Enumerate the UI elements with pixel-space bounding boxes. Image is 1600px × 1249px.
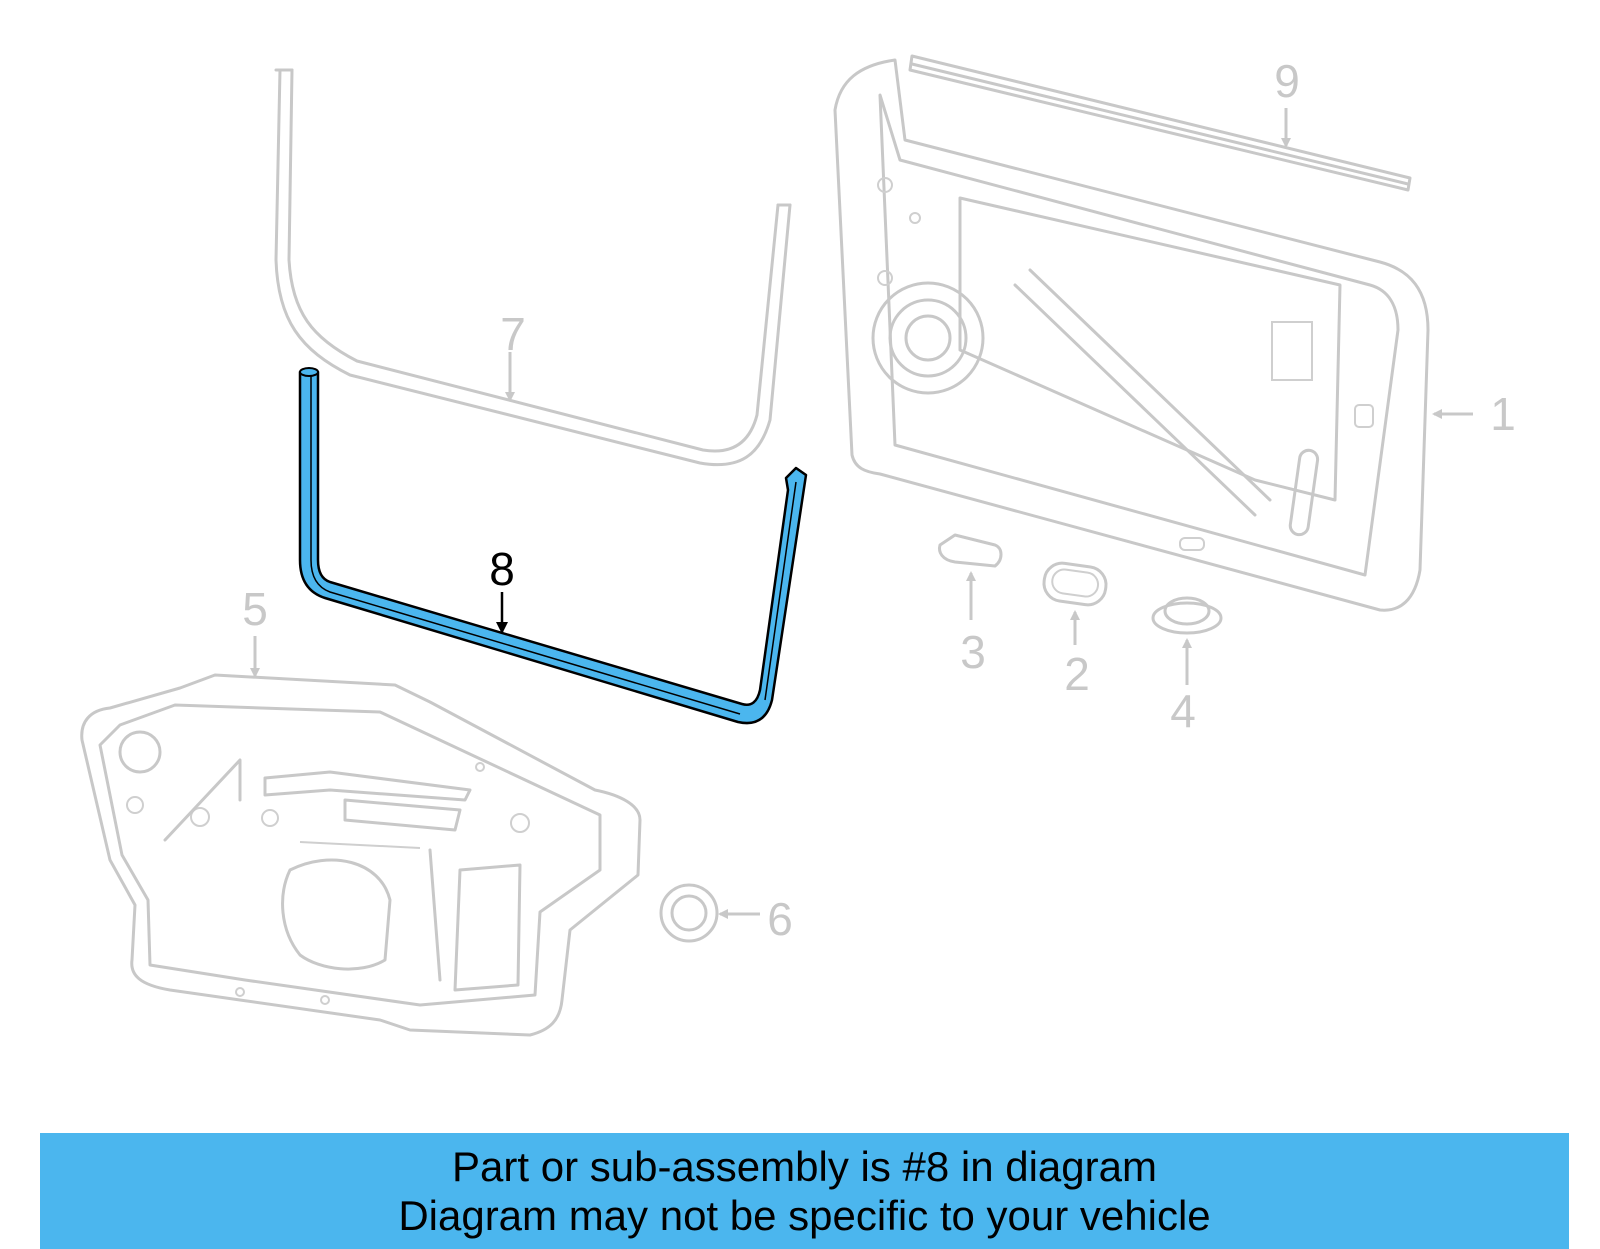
part-6-grommet: [659, 883, 719, 943]
callout-4: 4: [1170, 685, 1196, 737]
callout-7: 7: [500, 308, 526, 360]
callout-2: 2: [1064, 648, 1090, 700]
leader-lines: [250, 108, 1473, 919]
part-8-lower-seal: [298, 367, 808, 725]
banner-line-2: Diagram may not be specific to your vehi…: [398, 1192, 1211, 1239]
callout-5: 5: [242, 583, 268, 635]
part-9-belt-seal: [908, 54, 1412, 192]
part-2-plug: [1042, 561, 1108, 607]
info-banner: Part or sub-assembly is #8 in diagram Di…: [40, 1133, 1569, 1249]
part-1-door-shell: [833, 58, 1430, 612]
banner-line-1: Part or sub-assembly is #8 in diagram: [452, 1143, 1157, 1190]
part-5-module-panel: [80, 673, 642, 1037]
part-4-grommet: [1151, 596, 1223, 635]
callout-6: 6: [767, 893, 793, 945]
callout-9: 9: [1274, 55, 1300, 107]
callout-labels: 1 2 3 4 5 6 7 8 9: [242, 55, 1516, 945]
part-7-frame-seal: [274, 68, 792, 467]
callout-1: 1: [1490, 388, 1516, 440]
part-3-clip: [938, 533, 1003, 568]
callout-8: 8: [489, 543, 515, 595]
callout-3: 3: [960, 626, 986, 678]
